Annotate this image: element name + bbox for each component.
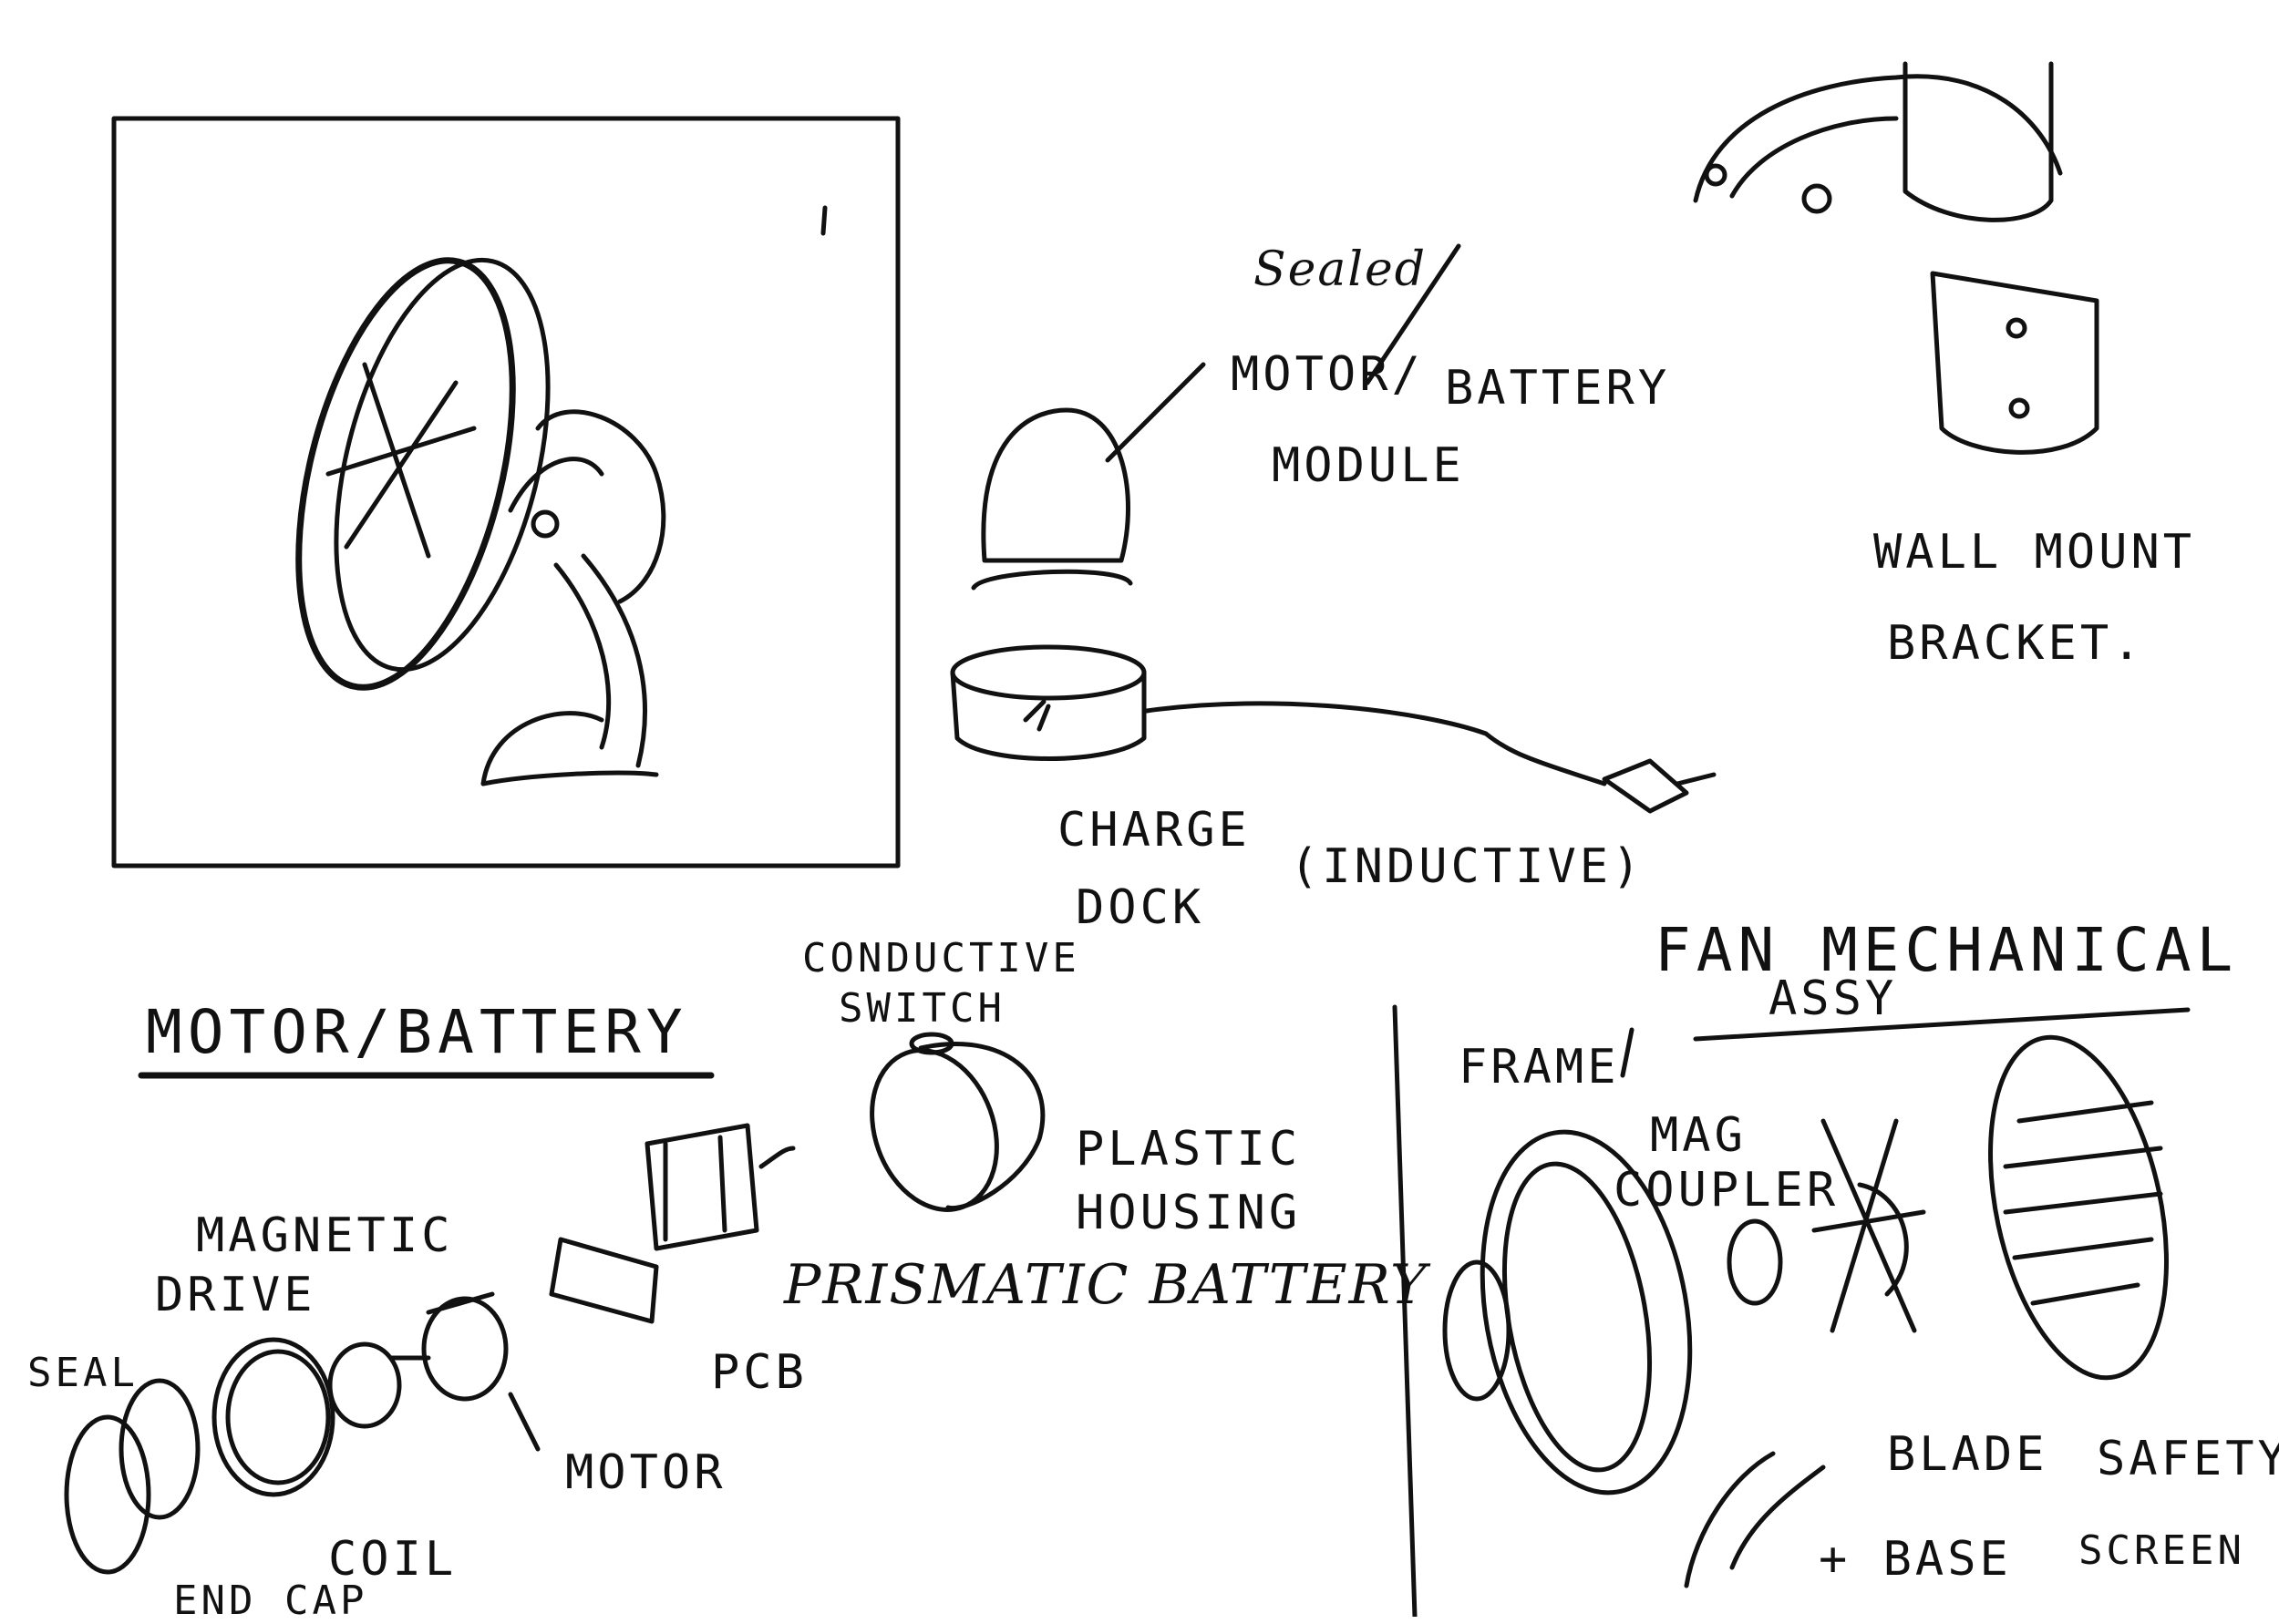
wall-mount-label-line-1: WALL MOUNT (1873, 529, 2195, 576)
pcb-label: PCB (711, 1349, 808, 1396)
module-sketch (974, 246, 1459, 588)
plastic-housing-body (921, 1044, 1043, 1208)
prismatic-battery-label: PRISMATIC BATTERY (784, 1258, 1428, 1312)
coil (214, 1340, 333, 1495)
magnetic-drive-label-line-1: MAGNETIC (196, 1212, 453, 1259)
frame-label: FRAME (1459, 1043, 1620, 1091)
module-title-line-3: BATTERY (1445, 365, 1670, 412)
end-cap-label: END CAP (173, 1581, 367, 1621)
wall-mount-label-line-2: BRACKET. (1887, 620, 2144, 667)
magnetic-drive-label-line-2: DRIVE (155, 1271, 316, 1319)
motor-label: MOTOR (565, 1449, 727, 1496)
safety-screen (1962, 1021, 2194, 1393)
dock-plug (1604, 761, 1686, 811)
mag-coupler-label-line-2: COUPLER (1614, 1167, 1839, 1214)
coil-inner (228, 1352, 328, 1483)
mag-coupler-label-line-1: MAG (1650, 1112, 1747, 1159)
module-title-line-2: MOTOR/ (1231, 351, 1424, 398)
fan-assembly-sketch (1395, 1007, 2195, 1617)
base-label: + BASE (1819, 1536, 2012, 1583)
motor-battery-heading: MOTOR/BATTERY (146, 1002, 688, 1063)
screen-bars (2006, 1103, 2160, 1303)
conductive-switch-label-line-2: SWITCH (839, 989, 1005, 1029)
fan-guard-front (260, 239, 552, 710)
charge-dock-sketch (953, 647, 1714, 811)
plastic-housing-label-line-2: HOUSING (1076, 1189, 1301, 1237)
dock-body (953, 673, 1144, 759)
charge-dock-label-line-3: (INDUCTIVE) (1290, 843, 1644, 890)
safety-screen-label-line-1: SAFETY (2097, 1435, 2279, 1483)
motor-housing (538, 412, 664, 601)
module-title-line-4: MODULE (1272, 442, 1465, 489)
hero-frame (114, 118, 898, 866)
pcb (552, 1239, 656, 1321)
motor (424, 1299, 506, 1399)
conductive-switch-label-line-1: CONDUCTIVE (802, 939, 1080, 979)
bracket-arc (1696, 77, 2060, 200)
seal (121, 1381, 198, 1517)
blade-label: BLADE (1887, 1431, 2048, 1478)
charge-dock-label-line-1: CHARGE (1057, 807, 1251, 854)
fan-neck (556, 556, 645, 766)
safety-screen-label-line-2: SCREEN (2078, 1531, 2245, 1571)
coil-label: COIL (328, 1536, 457, 1583)
plastic-housing-label-line-1: PLASTIC (1076, 1125, 1301, 1173)
fan-base (483, 714, 656, 784)
charge-dock-label-line-2: DOCK (1076, 884, 1204, 931)
base-arc (1686, 1454, 1823, 1586)
blade (1814, 1121, 1923, 1331)
mag-coupler (1729, 1221, 1780, 1303)
frame-hub (1445, 1262, 1509, 1399)
hero-fan-sketch (114, 118, 898, 866)
dock-top (953, 647, 1144, 698)
end-cap (67, 1417, 149, 1572)
plastic-housing-front (851, 1033, 1018, 1228)
module-leader (1108, 365, 1203, 460)
magnetic-drive (330, 1344, 399, 1426)
module-dome (984, 410, 1129, 560)
dock-cable (1147, 704, 1604, 784)
fan-assembly-heading-line-2: ASSY (1769, 975, 1897, 1023)
wall-mount-sketch (1696, 64, 2097, 452)
module-title-line-1: Sealed (1253, 246, 1427, 293)
pivot-knob (533, 512, 557, 536)
fan-assembly-heading-line-1: FAN MECHANICAL (1655, 920, 2238, 981)
bracket-plate (1933, 273, 2097, 452)
seal-label: SEAL (27, 1353, 139, 1393)
